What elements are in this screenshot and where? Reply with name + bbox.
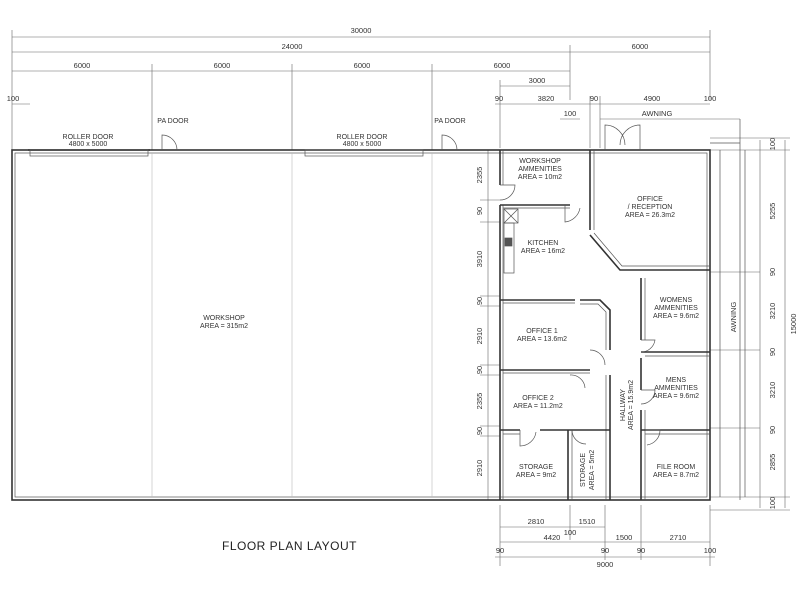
dim-4900: 4900 xyxy=(644,94,661,103)
hallway-label: HALLWAY xyxy=(620,389,627,421)
dim-l-2910-a: 2910 xyxy=(475,328,484,345)
dim-l-90-d: 90 xyxy=(475,427,484,435)
dim-l-3910: 3910 xyxy=(475,251,484,268)
dim-b-2810: 2810 xyxy=(528,517,545,526)
roller-door-2-size: 4800 x 5000 xyxy=(343,141,382,148)
dim-90-left: 90 xyxy=(495,94,503,103)
dim-l-2910-b: 2910 xyxy=(475,460,484,477)
dim-bay-1: 6000 xyxy=(74,61,91,70)
storage2-label: STORAGE xyxy=(580,453,587,487)
dim-100-small: 100 xyxy=(564,109,577,118)
workshop-label: WORKSHOP xyxy=(203,315,245,322)
dim-b-2710: 2710 xyxy=(670,533,687,542)
dim-r-90-b: 90 xyxy=(768,348,777,356)
building-walls xyxy=(11,119,741,501)
dim-l-2355-b: 2355 xyxy=(475,393,484,410)
roller-door-1-label: ROLLER DOOR xyxy=(63,134,114,141)
kitchen-area: AREA = 16m2 xyxy=(521,248,565,255)
dim-90-mid: 90 xyxy=(590,94,598,103)
dim-b-90-a: 90 xyxy=(496,546,504,555)
door-labels: ROLLER DOOR 4800 x 5000 PA DOOR ROLLER D… xyxy=(63,118,466,148)
office-reception-label-1: OFFICE xyxy=(637,196,663,203)
file-room-label: FILE ROOM xyxy=(657,464,696,471)
dim-b-9000: 9000 xyxy=(597,560,614,569)
dim-r-3210-b: 3210 xyxy=(768,382,777,399)
dim-l-90-c: 90 xyxy=(475,366,484,374)
hallway-area: AREA = 15.9m2 xyxy=(628,380,635,430)
kitchen-fixtures xyxy=(503,208,519,274)
mens-label-2: AMMENITIES xyxy=(654,385,698,392)
dim-bay-2: 6000 xyxy=(214,61,231,70)
womens-area: AREA = 9.6m2 xyxy=(653,313,699,320)
mens-area: AREA = 9.6m2 xyxy=(653,393,699,400)
dim-100-left: 100 xyxy=(7,94,20,103)
dim-b-4420: 4420 xyxy=(544,533,561,542)
room-labels: WORKSHOP AREA = 315m2 WORKSHOP AMMENITIE… xyxy=(200,158,699,490)
plan-title: FLOOR PLAN LAYOUT xyxy=(222,539,357,553)
dim-3000: 3000 xyxy=(529,76,546,85)
dim-bay-4: 6000 xyxy=(494,61,511,70)
dim-workshop-24000: 24000 xyxy=(282,42,303,51)
dim-r-3210-a: 3210 xyxy=(768,303,777,320)
workshop-amenities-area: AREA = 10m2 xyxy=(518,174,562,181)
storage-area: AREA = 9m2 xyxy=(516,472,556,479)
file-room-area: AREA = 8.7m2 xyxy=(653,472,699,479)
womens-label-1: WOMENS xyxy=(660,297,693,304)
workshop-area: AREA = 315m2 xyxy=(200,323,248,330)
workshop-amenities-label-1: WORKSHOP xyxy=(519,158,561,165)
right-dimensions: 100 5255 90 3210 90 3210 90 2855 100 150… xyxy=(710,137,798,511)
dim-l-90-b: 90 xyxy=(475,297,484,305)
dim-b-90-c: 90 xyxy=(637,546,645,555)
kitchen-label: KITCHEN xyxy=(528,240,559,247)
storage2-area: AREA = 5m2 xyxy=(589,450,596,490)
workshop-amenities-label-2: AMMENITIES xyxy=(518,166,562,173)
dim-l-90-a: 90 xyxy=(475,207,484,215)
dim-b-1500: 1500 xyxy=(616,533,633,542)
top-dimensions: 30000 24000 6000 6000 6000 6000 6000 300… xyxy=(7,26,740,150)
dim-r-90-a: 90 xyxy=(768,268,777,276)
office2-area: AREA = 11.2m2 xyxy=(513,403,563,410)
dim-r-100-top: 100 xyxy=(768,138,777,151)
bottom-dimensions: 2810 1510 100 4420 1500 2710 90 90 90 10… xyxy=(495,505,716,569)
office-reception-area: AREA = 26.3m2 xyxy=(625,212,675,219)
dim-r-15000: 15000 xyxy=(789,314,798,335)
left-dimensions: 2355 90 3910 90 2910 90 2355 90 2910 xyxy=(475,149,500,501)
dim-r-2855: 2855 xyxy=(768,454,777,471)
office-reception-label-2: / RECEPTION xyxy=(628,204,673,211)
pa-door-2-label: PA DOOR xyxy=(434,118,465,125)
dim-3820: 3820 xyxy=(538,94,555,103)
dim-l-2355-a: 2355 xyxy=(475,167,484,184)
dim-b-90-b: 90 xyxy=(601,546,609,555)
door-swings xyxy=(28,124,661,447)
dim-b-100-right: 100 xyxy=(704,546,717,555)
dim-office-6000: 6000 xyxy=(632,42,649,51)
dim-b-1510: 1510 xyxy=(579,517,596,526)
dim-bay-3: 6000 xyxy=(354,61,371,70)
office1-area: AREA = 13.6m2 xyxy=(517,336,567,343)
dim-r-90-c: 90 xyxy=(768,426,777,434)
roller-door-2-label: ROLLER DOOR xyxy=(337,134,388,141)
dim-100-right: 100 xyxy=(704,94,717,103)
awning-label-top: AWNING xyxy=(642,109,673,118)
womens-label-2: AMMENITIES xyxy=(654,305,698,312)
dim-r-5255: 5255 xyxy=(768,203,777,220)
office1-label: OFFICE 1 xyxy=(526,328,558,335)
pa-door-1-label: PA DOOR xyxy=(157,118,188,125)
awning-label-right: AWNING xyxy=(729,302,738,333)
mens-label-1: MENS xyxy=(666,377,687,384)
dim-b-100: 100 xyxy=(564,528,577,537)
storage-label: STORAGE xyxy=(519,464,553,471)
dim-r-100-bottom: 100 xyxy=(768,497,777,510)
office2-label: OFFICE 2 xyxy=(522,395,554,402)
dim-overall-30000: 30000 xyxy=(351,26,372,35)
roller-door-1-size: 4800 x 5000 xyxy=(69,141,108,148)
